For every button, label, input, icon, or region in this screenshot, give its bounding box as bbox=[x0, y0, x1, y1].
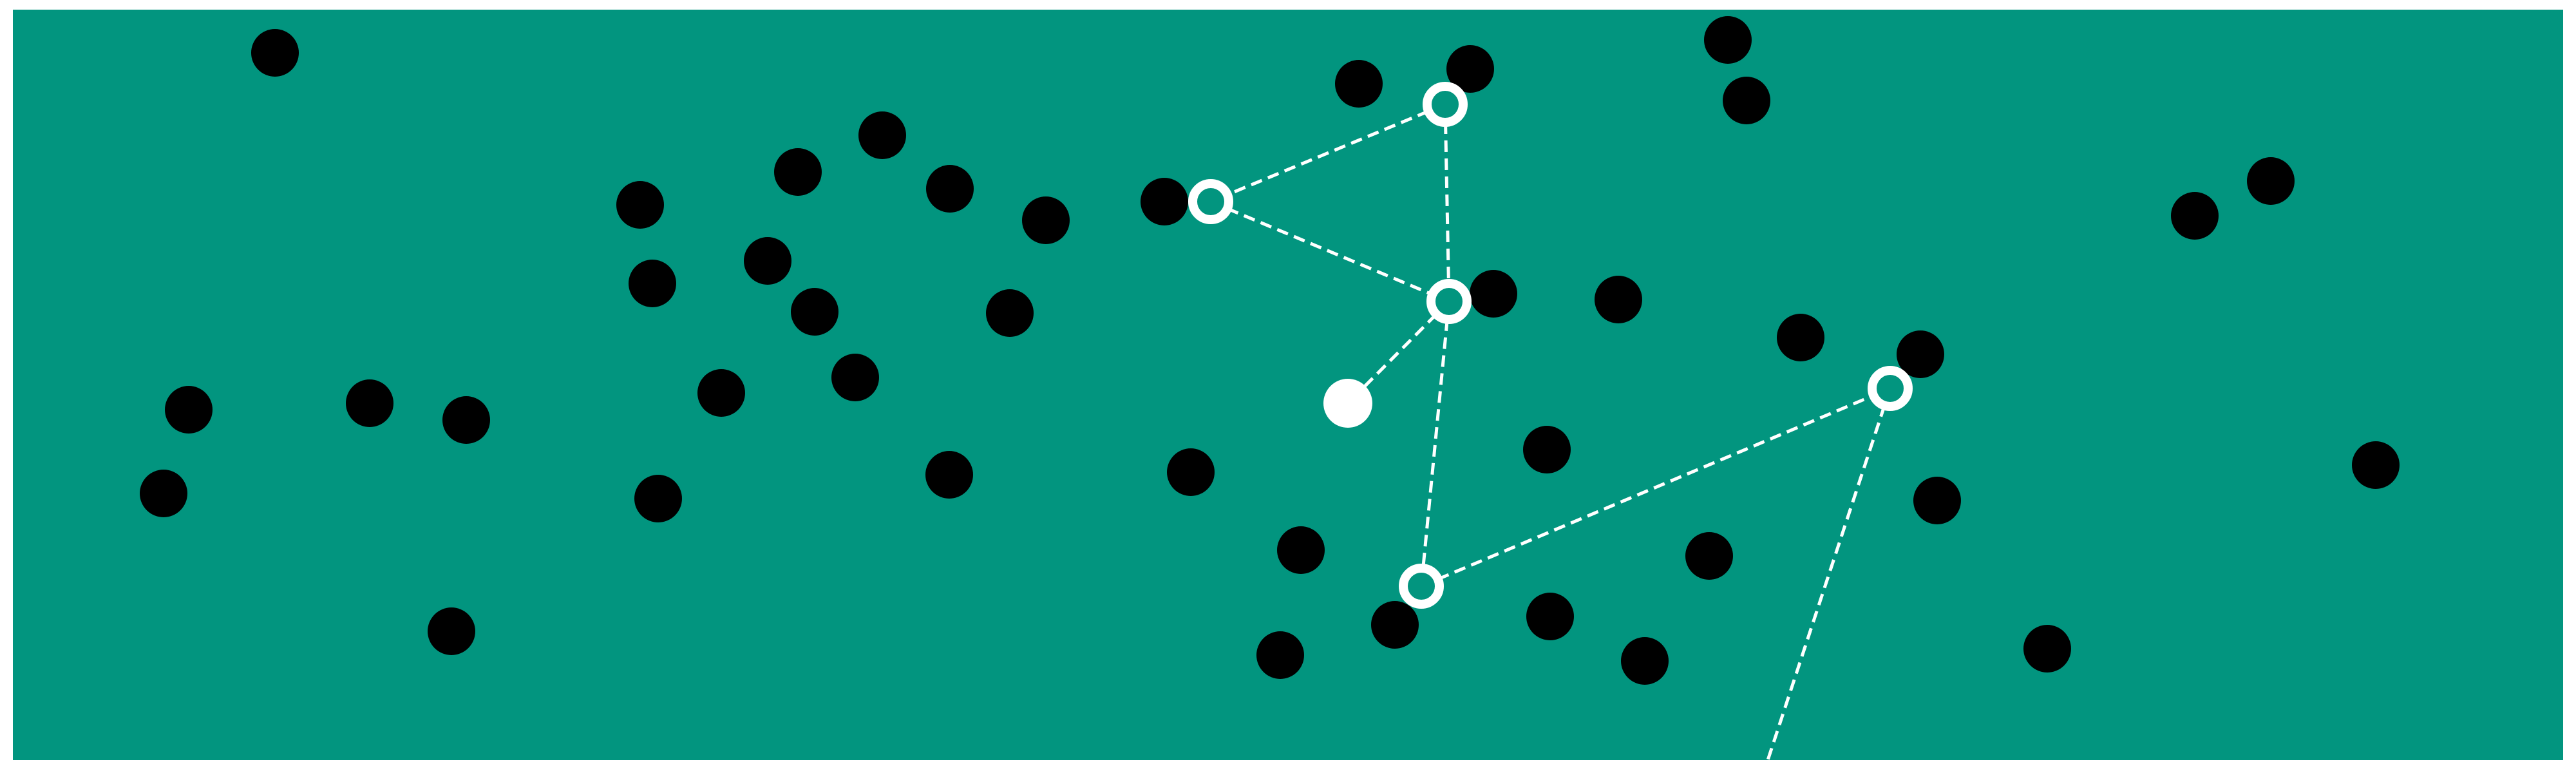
obstacle-dot[interactable] bbox=[140, 470, 187, 517]
obstacle-dot[interactable] bbox=[774, 148, 822, 196]
obstacle-dot[interactable] bbox=[1022, 196, 1070, 244]
obstacle-dot[interactable] bbox=[1685, 532, 1733, 580]
path-segment bbox=[1766, 388, 1892, 761]
waypoint-ring[interactable] bbox=[1868, 366, 1913, 411]
obstacle-dot[interactable] bbox=[1777, 314, 1824, 361]
path-segment bbox=[1210, 200, 1450, 303]
obstacle-dot[interactable] bbox=[1913, 477, 1961, 524]
obstacle-dot[interactable] bbox=[1256, 631, 1304, 679]
obstacle-dot[interactable] bbox=[1621, 637, 1669, 685]
obstacle-dot[interactable] bbox=[1167, 448, 1215, 496]
obstacle-dot[interactable] bbox=[616, 181, 664, 229]
obstacle-dot[interactable] bbox=[1704, 16, 1752, 64]
obstacle-dot[interactable] bbox=[346, 379, 393, 427]
obstacle-dot[interactable] bbox=[1897, 330, 1944, 378]
path-segment bbox=[1443, 104, 1451, 302]
obstacle-dot[interactable] bbox=[2352, 441, 2400, 489]
obstacle-dot[interactable] bbox=[1371, 601, 1419, 649]
obstacle-dot[interactable] bbox=[634, 475, 682, 522]
obstacle-dot[interactable] bbox=[697, 369, 745, 417]
obstacle-dot[interactable] bbox=[1277, 526, 1325, 574]
player-layer bbox=[1323, 379, 1372, 428]
obstacle-dot[interactable] bbox=[1470, 270, 1517, 318]
obstacle-dot[interactable] bbox=[1335, 60, 1383, 108]
obstacle-dot[interactable] bbox=[629, 260, 676, 307]
path-segment bbox=[1210, 102, 1446, 204]
obstacle-dot[interactable] bbox=[1446, 45, 1494, 93]
obstacle-dot[interactable] bbox=[251, 29, 299, 77]
obstacle-dot[interactable] bbox=[2023, 625, 2071, 673]
obstacle-dot[interactable] bbox=[1141, 178, 1188, 225]
obstacle-dot[interactable] bbox=[986, 289, 1034, 337]
obstacle-dot[interactable] bbox=[831, 354, 879, 401]
obstacle-dot[interactable] bbox=[858, 111, 906, 159]
obstacle-dot[interactable] bbox=[1526, 593, 1574, 640]
obstacle-dot[interactable] bbox=[2171, 192, 2219, 240]
path-segment bbox=[1421, 386, 1891, 588]
waypoint-layer bbox=[1188, 82, 1913, 609]
player-dot[interactable] bbox=[1323, 379, 1372, 428]
obstacle-dot[interactable] bbox=[1595, 276, 1642, 323]
obstacle-dot[interactable] bbox=[926, 165, 974, 213]
obstacle-dot[interactable] bbox=[1723, 77, 1770, 124]
waypoint-ring[interactable] bbox=[1423, 82, 1468, 127]
obstacle-dot[interactable] bbox=[1523, 426, 1571, 473]
obstacle-dot[interactable] bbox=[925, 451, 973, 499]
obstacle-layer bbox=[140, 16, 2400, 685]
obstacle-dot[interactable] bbox=[791, 288, 838, 336]
obstacle-dot[interactable] bbox=[428, 607, 475, 655]
waypoint-ring[interactable] bbox=[1188, 179, 1233, 224]
waypoint-ring[interactable] bbox=[1399, 564, 1444, 609]
obstacle-dot[interactable] bbox=[2247, 157, 2295, 205]
obstacle-dot[interactable] bbox=[442, 396, 490, 444]
obstacle-dot[interactable] bbox=[744, 237, 791, 285]
waypoint-ring[interactable] bbox=[1426, 279, 1472, 324]
obstacle-dot[interactable] bbox=[165, 386, 213, 434]
path-segment bbox=[1419, 301, 1451, 587]
